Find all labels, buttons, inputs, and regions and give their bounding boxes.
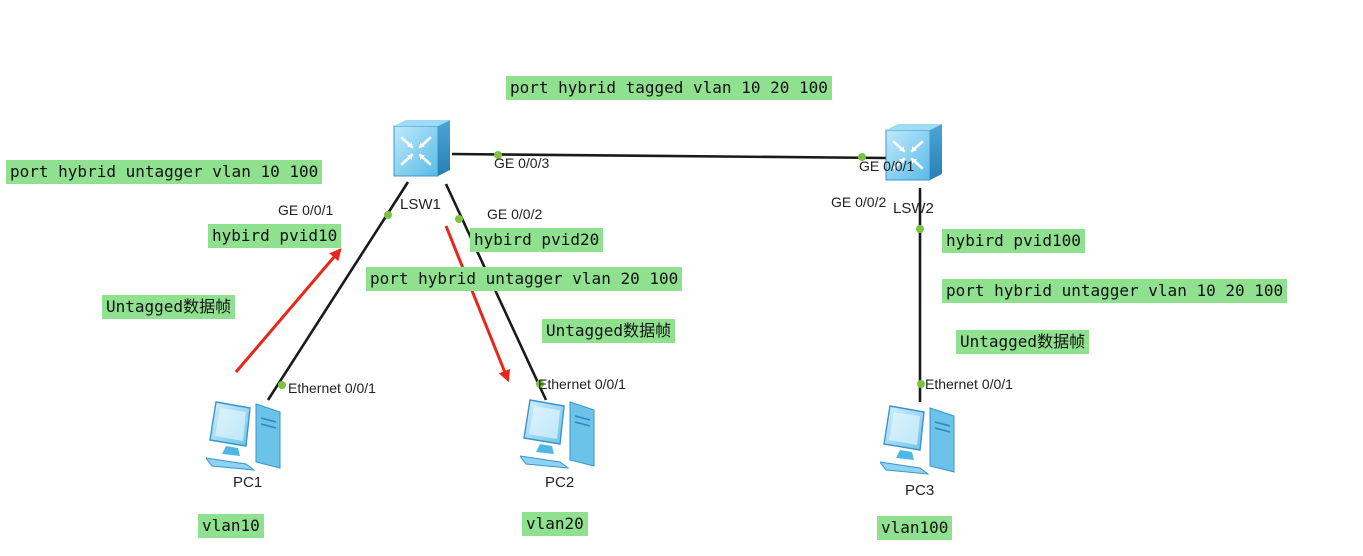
link-lsw1-lsw2 bbox=[451, 152, 887, 160]
port-label-pc3-eth: Ethernet 0/0/1 bbox=[925, 376, 1013, 392]
note-lsw2-g2-untagged: port hybrid untagger vlan 10 20 100 bbox=[942, 279, 1288, 303]
link-lsw1-pc1 bbox=[266, 181, 410, 401]
note-lsw1-g1-pvid: hybird pvid10 bbox=[208, 224, 342, 248]
port-label-lsw2-ge001: GE 0/0/1 bbox=[859, 158, 915, 174]
pc2-label: PC2 bbox=[545, 474, 575, 491]
port-label-lsw1-ge001: GE 0/0/1 bbox=[278, 202, 334, 218]
pc1-label: PC1 bbox=[233, 474, 263, 491]
arrow-pc1-to-lsw1 bbox=[234, 248, 342, 373]
port-dot-lsw1-ge003 bbox=[494, 151, 502, 159]
port-dot-lsw2-ge002 bbox=[916, 225, 924, 233]
note-lsw1-g1-untagged: port hybrid untagger vlan 10 100 bbox=[6, 160, 323, 184]
note-frame-pc2: Untagged数据帧 bbox=[542, 319, 676, 343]
note-vlan-pc3: vlan100 bbox=[877, 516, 953, 540]
pc-icon[interactable] bbox=[880, 405, 955, 475]
port-dot-pc2-eth bbox=[536, 380, 544, 388]
note-vlan-pc1: vlan10 bbox=[198, 514, 264, 538]
port-dot-lsw1-ge001 bbox=[384, 211, 392, 219]
lsw2-label: LSW2 bbox=[893, 200, 934, 217]
note-frame-pc3: Untagged数据帧 bbox=[956, 330, 1090, 354]
note-lsw1-g2-untagged: port hybrid untagger vlan 20 100 bbox=[366, 267, 683, 291]
switch-icon[interactable] bbox=[392, 118, 452, 178]
arrow-lsw1-to-pc2 bbox=[444, 225, 510, 383]
note-trunk-tagged: port hybrid tagged vlan 10 20 100 bbox=[506, 76, 832, 100]
note-lsw1-g2-pvid: hybird pvid20 bbox=[470, 228, 604, 252]
pc-icon[interactable] bbox=[520, 399, 595, 469]
note-lsw2-g2-pvid: hybird pvid100 bbox=[942, 229, 1085, 253]
port-dots bbox=[278, 151, 925, 389]
port-label-lsw1-ge002: GE 0/0/2 bbox=[487, 206, 543, 222]
port-dot-pc3-eth bbox=[917, 380, 925, 388]
pc-icon[interactable] bbox=[206, 401, 281, 471]
port-dot-lsw1-ge002 bbox=[455, 215, 463, 223]
note-frame-pc1: Untagged数据帧 bbox=[102, 295, 236, 319]
port-label-lsw1-ge003: GE 0/0/3 bbox=[494, 155, 550, 171]
port-label-lsw2-ge002: GE 0/0/2 bbox=[831, 194, 887, 210]
port-dot-lsw2-ge001 bbox=[858, 153, 866, 161]
port-label-pc1-eth: Ethernet 0/0/1 bbox=[288, 380, 376, 396]
pc3-label: PC3 bbox=[905, 482, 935, 499]
port-label-pc2-eth: Ethernet 0/0/1 bbox=[538, 376, 626, 392]
port-dot-pc1-eth bbox=[278, 381, 286, 389]
lsw1-label: LSW1 bbox=[400, 196, 441, 213]
note-vlan-pc2: vlan20 bbox=[522, 512, 588, 536]
